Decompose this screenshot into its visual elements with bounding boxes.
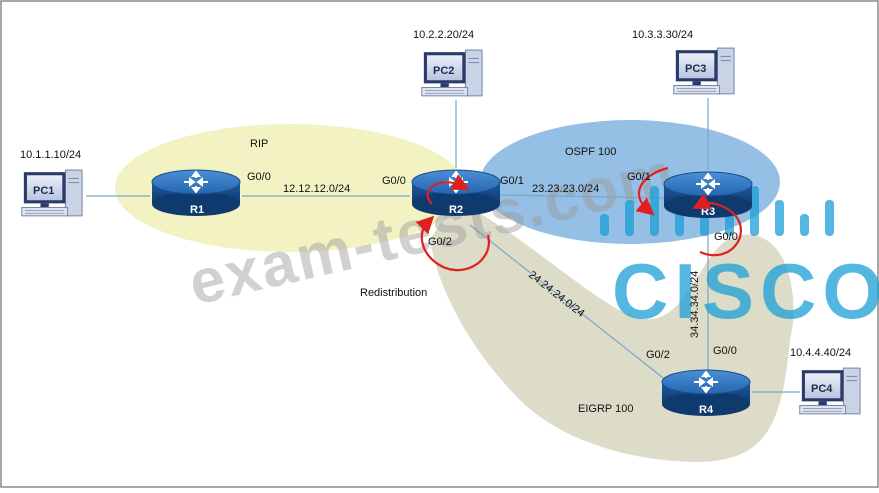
pc1-ip: 10.1.1.10/24 bbox=[20, 149, 81, 161]
eigrp-label: EIGRP 100 bbox=[578, 403, 633, 415]
r3-g01-label: G0/1 bbox=[627, 171, 651, 183]
pc2[interactable]: PC2 bbox=[421, 49, 483, 97]
pc1[interactable]: PC1 bbox=[21, 169, 83, 217]
cisco-logo-text: CISCO bbox=[612, 247, 879, 335]
network-r2-r3: 23.23.23.0/24 bbox=[532, 183, 599, 195]
network-r3-r4: 34.34.34.0/24 bbox=[689, 271, 701, 338]
r1-label: R1 bbox=[190, 204, 204, 216]
r2-g02-label: G0/2 bbox=[428, 236, 452, 248]
router-r2[interactable]: R2 bbox=[411, 169, 501, 217]
network-r1-r2: 12.12.12.0/24 bbox=[283, 183, 350, 195]
r2-g00-label: G0/0 bbox=[382, 175, 406, 187]
r3-redistribution-arrow-left bbox=[635, 166, 669, 216]
r4-label: R4 bbox=[699, 404, 714, 416]
rip-zone bbox=[115, 124, 465, 252]
r2-redistribution-arrow-bottom bbox=[415, 215, 490, 272]
r3-g00-label: G0/0 bbox=[714, 231, 738, 243]
pc1-label: PC1 bbox=[33, 185, 54, 197]
pc2-ip: 10.2.2.20/24 bbox=[413, 29, 474, 41]
r4-g02-label: G0/2 bbox=[646, 349, 670, 361]
pc3-label: PC3 bbox=[685, 63, 706, 75]
r2-label: R2 bbox=[449, 204, 463, 216]
redistribution-arrows bbox=[415, 166, 742, 272]
link-r2-r3 bbox=[499, 194, 666, 199]
redistribution-label: Redistribution bbox=[360, 287, 427, 299]
pc4-label: PC4 bbox=[811, 383, 833, 395]
router-r4[interactable]: R4 bbox=[661, 369, 751, 417]
pc3[interactable]: PC3 bbox=[673, 47, 735, 95]
r3-label: R3 bbox=[701, 206, 715, 218]
pc4-ip: 10.4.4.40/24 bbox=[790, 347, 851, 359]
links bbox=[86, 98, 800, 393]
router-r1[interactable]: R1 bbox=[151, 169, 241, 217]
r4-g00-label: G0/0 bbox=[713, 345, 737, 357]
pc2-label: PC2 bbox=[433, 65, 454, 77]
r2-g01-label: G0/1 bbox=[500, 175, 524, 187]
r1-g00-label: G0/0 bbox=[247, 171, 271, 183]
router-r3[interactable]: R3 bbox=[663, 171, 753, 219]
r2-redistribution-arrow-top bbox=[426, 174, 470, 205]
pc3-ip: 10.3.3.30/24 bbox=[632, 29, 693, 41]
r3-redistribution-arrow-right bbox=[692, 193, 742, 257]
pc4[interactable]: PC4 bbox=[799, 367, 861, 415]
link-r2-r4 bbox=[469, 224, 673, 386]
ospf-label: OSPF 100 bbox=[565, 146, 616, 158]
rip-label: RIP bbox=[250, 138, 268, 150]
